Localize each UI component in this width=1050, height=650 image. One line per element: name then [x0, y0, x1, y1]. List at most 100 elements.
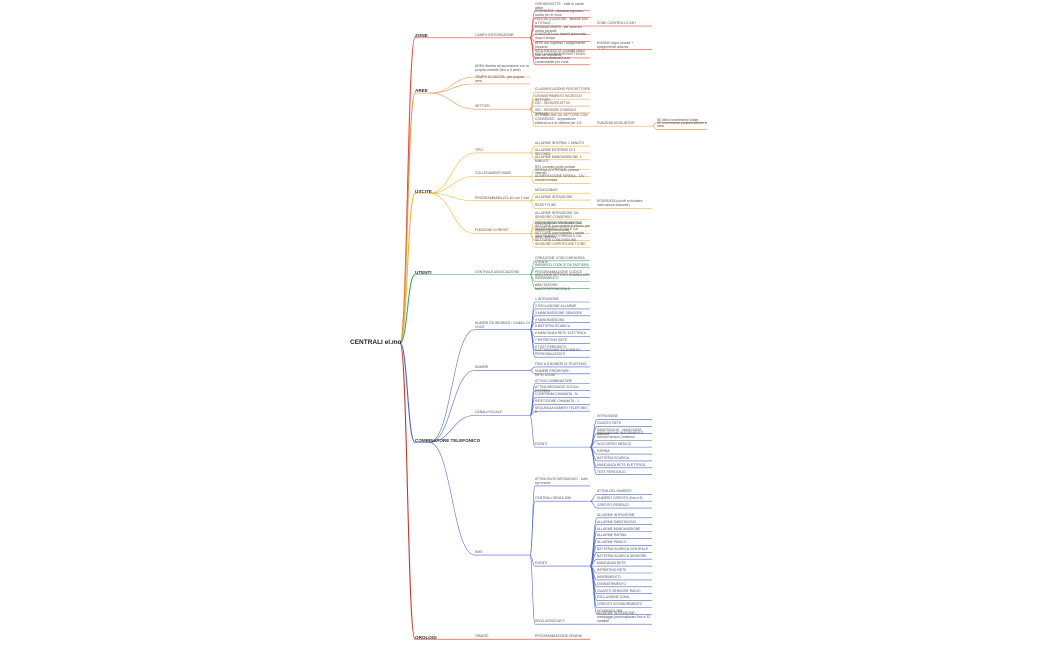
mind-map-node-label[interactable]: ALLARME MANOMISSIONE 1 MINUTO	[535, 154, 582, 163]
mind-map-node-label[interactable]: CLASSIFICAZIONE PER SETTORE	[535, 87, 590, 92]
mind-map-node-label[interactable]: INSERIMENTO PARZIALE DA SETTORE CONDIVIS…	[535, 234, 586, 247]
mind-map-node-label[interactable]: 6 MANCANZA RETE ELETTRICA	[535, 331, 587, 336]
mind-map-node-label[interactable]: 3 MANOMISSIONE SENSORE	[535, 310, 583, 315]
mind-map-node-label[interactable]: MANCANZA RETE ELETTRICA	[597, 462, 646, 467]
mind-map-node-label[interactable]: NUMERI	[475, 365, 489, 370]
mind-map-node-label[interactable]: BATTERIA SCARICA SENSORE	[597, 554, 647, 559]
mind-map-node-label[interactable]: SEQUENZIALITA' (contatti veloci, solo se…	[535, 48, 586, 57]
mind-map-node-label[interactable]: DIS - SENSORI ATTIVI	[535, 100, 570, 105]
mind-map-node-label[interactable]: 7 RIPRISTINO RETE	[535, 338, 568, 343]
mind-map-node-label[interactable]: ALLARME INTRUSIONE - messaggio personali…	[597, 611, 651, 624]
mind-map-node-label[interactable]: RIPRISTINO RETE	[597, 567, 627, 572]
mind-map-node-label[interactable]: GUASTO RETE	[597, 421, 622, 426]
mind-map-node-label[interactable]: SABOTAGGIO - MANCANZA - MANCA	[597, 428, 644, 437]
mind-map-node-label[interactable]: PROGRAMMAZIONE CODICE	[535, 269, 583, 274]
mind-map-node-label[interactable]: APRI con ingresso / spegnimento impianto	[535, 40, 586, 49]
mind-map-node-label[interactable]: 4 MANOMISSIONE	[535, 317, 565, 322]
mind-map-node-label[interactable]: CANALI/VOCALE	[475, 410, 502, 415]
mind-map-node-label[interactable]: EVENTI	[535, 561, 548, 565]
mind-map-node-label[interactable]: ATTIVA MESSAGGI VOCALI ESTERNI	[535, 385, 579, 394]
mind-map-node-label[interactable]: NUMERO CREDITO (fino a 5)	[597, 496, 643, 501]
mind-map-node-label[interactable]: CENTRALI SENZA SIM	[535, 496, 571, 501]
mind-map-node-label[interactable]: TIPO	[475, 147, 483, 152]
mind-map-node-label[interactable]: INTRUSIONE	[597, 414, 618, 419]
branch-node-label[interactable]: OROLOGI	[415, 634, 437, 640]
mind-map-node-label[interactable]: CREDITO IN ESAURIMENTO	[597, 602, 643, 607]
mind-map-node-label[interactable]: INS - SENSORI CONSOLE TOTALE	[535, 107, 577, 116]
mind-map-node-label[interactable]: SMS	[475, 549, 483, 554]
mind-map-node-label[interactable]: ALLARME PANICO	[597, 540, 627, 545]
mind-map-node-label[interactable]: PARZIALIZZAZIONE - allarme solo a TOTALE	[535, 17, 588, 25]
mind-map-node-label[interactable]: ABILITAZIONE MASTER/PRINCIPALE	[535, 283, 570, 292]
mind-map-node-label[interactable]: GIRONE/NOTTE - tutte le uscite attive	[535, 1, 584, 10]
mind-map-node-label[interactable]: TEST PERIODICO	[597, 469, 626, 474]
mind-map-node-label[interactable]: ALLARME INTERNO 1 MINUTO	[535, 140, 585, 145]
mind-map-node-label[interactable]: ZONE CONTROLLO 24H	[597, 20, 636, 25]
mind-map-node-label[interactable]: RAPINA	[597, 448, 610, 453]
mind-map-node-label[interactable]: RESET FUMI	[535, 203, 556, 208]
mind-map-node-label[interactable]: ABILITARE SETTORI GRANULARE INSERIMENTO	[535, 272, 590, 281]
mind-map-node-label[interactable]: SE inserimento parziale/settore e area	[657, 120, 707, 129]
mind-map-node-label[interactable]: ALLARME INTRUSIONE	[535, 194, 573, 199]
mind-map-node-label[interactable]: RIARMO dopo l'uscita + spegnimento allar…	[597, 40, 634, 49]
mind-map-node-label[interactable]: 2 ESCLUSIONE ALLARME	[535, 303, 577, 308]
mind-map-node-label[interactable]: INSERIMENTO PARZIALE DA SETTORE (con ved…	[535, 220, 590, 233]
mind-map-node-label[interactable]: ESCLUSIONE/INTERMITTENZA - per zona escl…	[535, 51, 587, 64]
mind-map-node-label[interactable]: ATTIVA DEL NUMERO	[597, 489, 632, 494]
mind-map-node-label[interactable]: RONDA/OGNITA - per zone su uscita parzia…	[535, 25, 582, 34]
mind-map-node-label[interactable]: CHIUSURA con inseriti automatici dopo il…	[535, 32, 587, 41]
mind-map-node-label[interactable]: 9 ATTIVAZIONE SU EVENTO PERSONALIZZATO	[535, 348, 580, 357]
mind-map-node-label[interactable]: CAMPO INTEGRAZIONE	[475, 32, 514, 37]
mind-map-node-label[interactable]: RITARDATA (on/off a chiudere, interruzio…	[597, 199, 644, 208]
mind-map-node-label[interactable]: PROGRAMMABILI/12-40 con 1 vda	[475, 195, 529, 200]
mind-map-node-label[interactable]: FINO A 8 NUMERI DI TELEFONO	[535, 361, 587, 366]
mind-map-node-label[interactable]: SIRENA (EXTERNAL (sirena interna)	[535, 167, 579, 176]
mind-map-node-label[interactable]: GUASTO SENSORE RADIO	[597, 588, 641, 593]
mind-map-node-label[interactable]: ALIMENTAZIONE SIRENA - 12V autoalimentat…	[535, 174, 585, 183]
mind-map-node-label[interactable]: ORARIO	[475, 634, 489, 639]
mind-map-node-label[interactable]: AREA diventa ad accensione con la propri…	[475, 64, 529, 72]
mind-map-node-label[interactable]: DISINSERIMENTO	[597, 581, 627, 586]
mind-map-node-label[interactable]: ALLARME MANOMISSIONE	[597, 526, 641, 531]
mind-map-node-label[interactable]: INSERIMENTO TOTALE DA SETTORE (con ingre…	[535, 227, 584, 240]
mind-map-node-label[interactable]: 8 TEST PERIODICO	[535, 345, 567, 350]
mind-map-node-label[interactable]: DISINSERIMENTO INCROCIO SETTORI	[535, 94, 583, 102]
mind-map-node-label[interactable]: INSERIMENTO	[597, 574, 621, 579]
mind-map-node-label[interactable]: ESCLUSIONE SENSORE BUS	[535, 221, 583, 226]
mind-map-node-label[interactable]: ALLARME RAPINA	[597, 533, 627, 538]
mind-map-node-label[interactable]: SE attivo inserimento totale	[657, 117, 699, 122]
mind-map-node-label[interactable]: SETTORI	[475, 104, 490, 109]
mind-map-node-label[interactable]: REL contatto pulito portata	[535, 164, 576, 169]
mind-map-node-label[interactable]: ESCLUSIONE ZONA	[597, 595, 630, 600]
root-node-label[interactable]: CENTRALI el.mo	[350, 339, 402, 346]
mind-map-node-label[interactable]: NUMERI PRIORITARI / RIPETIZIONI	[535, 368, 571, 377]
mind-map-node-label[interactable]: 5 BATTERIA SCARICA	[535, 324, 570, 329]
branch-node-label[interactable]: UTENTI	[415, 270, 432, 275]
branch-node-label[interactable]: COMBINATORE TELEFONICO	[415, 437, 481, 443]
branch-node-label[interactable]: ZONE	[415, 33, 428, 39]
mind-map-node-label[interactable]: NEGATO/BIAS	[535, 188, 558, 193]
mind-map-node-label[interactable]: SOCCORSO MEDICO	[597, 442, 632, 447]
mind-map-node-label[interactable]: ATTIVA INVIO MESSAGGIO - tutti i tipi ev…	[535, 476, 589, 485]
mind-map-node-label[interactable]: INVIO ASSOCIATO	[535, 619, 565, 624]
mind-map-node-label[interactable]: ATTIVAZIONE SU SETTORE CON CONSENSO - se…	[535, 113, 588, 126]
mind-map-node-label[interactable]: ESCLUSIONE INSERIMENTO - Sensori senza C…	[597, 431, 646, 440]
mind-map-node-label[interactable]: CONFERMA CHIAMATA - N.	[535, 392, 579, 397]
mind-map-node-label[interactable]: CREAZIONE CODICI MEMORIA UTENTE	[535, 255, 585, 264]
mind-map-node-label[interactable]: NUMERI ED INDIRIZZI / CANALI DI VOCE	[475, 320, 530, 329]
mind-map-node-label[interactable]: CENTRALE ASSOCIAZIONE	[475, 269, 520, 274]
mind-map-node-label[interactable]: PROGRAMMAZIONE ORARIA	[535, 634, 582, 639]
mind-map-node-label[interactable]: CREDITO RESIDUO	[597, 502, 629, 507]
mind-map-node-label[interactable]: ALLARME INTRUSIONE	[597, 512, 635, 517]
mind-map-node-label[interactable]: MANCANZA RETE	[597, 561, 626, 565]
mind-map-node-label[interactable]: COLLEGAMENTI BASE	[475, 171, 512, 176]
mind-map-node-label[interactable]: INSERISCI CODICE DA TASTIERA	[535, 262, 589, 267]
branch-node-label[interactable]: AREE	[415, 88, 428, 94]
mind-map-node-label[interactable]: BATTERIA SCARICA	[597, 455, 630, 460]
mind-map-node-label[interactable]: EVENTI	[535, 442, 548, 447]
mind-map-node-label[interactable]: ALLARME SABOTAGGIO	[597, 519, 637, 524]
mind-map-node-label[interactable]: RIPETIZIONE CHIAMATA - 1	[535, 399, 579, 404]
mind-map-node-label[interactable]: SCADENZA SIM	[597, 609, 623, 614]
mind-map-node-label[interactable]: SEQUENZA NUMERI TELEFONO - 8	[535, 406, 590, 415]
mind-map-node-label[interactable]: RITARDATA - ritardata ingresso / uscita …	[535, 8, 585, 17]
